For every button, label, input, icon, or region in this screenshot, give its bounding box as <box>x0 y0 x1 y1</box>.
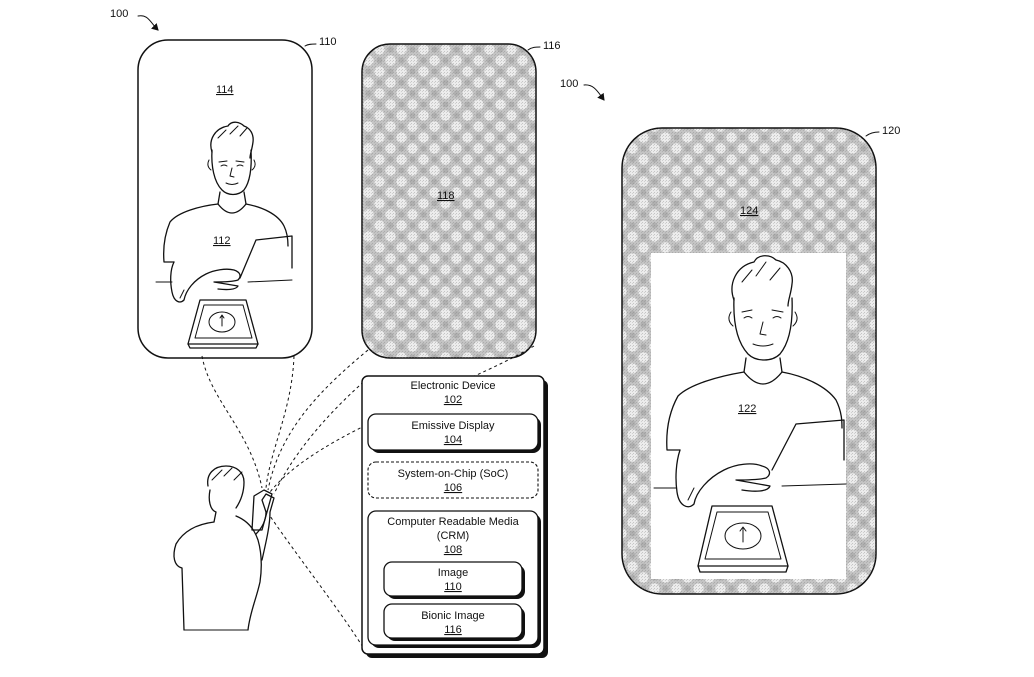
user-torso-right <box>235 515 262 631</box>
bionic-image-label: Bionic Image <box>421 610 485 622</box>
arm-and-hand-large <box>675 449 771 508</box>
phone-combined-background-ref: 124 <box>740 205 758 217</box>
crm-label-line1: Computer Readable Media <box>387 516 519 528</box>
dash-device-bottom <box>269 515 367 653</box>
phone-combined-ref: 120 <box>882 125 900 137</box>
dash-phone-image-left <box>201 355 263 489</box>
phone-image-leader <box>304 43 317 47</box>
shirt-collar <box>217 203 247 214</box>
face-outline <box>211 149 252 196</box>
phone-image-person-ref: 112 <box>213 235 231 247</box>
tablet-large-dial <box>724 522 762 550</box>
person-illustration-large <box>653 255 847 573</box>
shirt-collar-large <box>743 371 783 385</box>
crm-label-line2: (CRM) <box>437 530 469 542</box>
bionic-image-ref: 116 <box>444 624 462 636</box>
phone-image-screen-ref: 114 <box>216 84 234 96</box>
device-title: Electronic Device <box>411 380 496 392</box>
crm-ref: 108 <box>444 544 462 556</box>
shirt-left <box>163 203 219 263</box>
connection-lines <box>201 345 535 653</box>
user-holding-phone <box>173 465 275 631</box>
dash-phone-bionic-left <box>267 349 369 491</box>
laptop <box>239 235 293 279</box>
dash-device-top <box>273 377 369 495</box>
tablet-small-dial <box>208 311 236 333</box>
phone-image-ref: 110 <box>319 36 337 48</box>
phone-bionic-screen-ref: 118 <box>437 190 455 202</box>
image-ref: 110 <box>444 581 462 593</box>
ref-100-right-arrow <box>583 84 605 101</box>
dash-phone-image-right <box>265 355 295 489</box>
ref-100-left-arrow <box>137 15 159 31</box>
image-label: Image <box>438 567 469 579</box>
hair-spikes <box>210 121 254 159</box>
device-title-ref: 102 <box>444 394 462 406</box>
bionic-image-box <box>383 603 523 639</box>
ref-100-left: 100 <box>110 8 159 31</box>
shirt-right-large <box>781 371 843 429</box>
user-head <box>207 465 245 509</box>
phone-image-frame <box>137 39 313 359</box>
person-illustration-small <box>155 121 293 349</box>
soc-box <box>367 461 539 499</box>
shirt-left-large <box>666 371 745 451</box>
phone-bionic-ref: 116 <box>543 40 561 52</box>
device-block-diagram: Electronic Device 102 Emissive Display 1… <box>361 375 548 658</box>
image-box <box>383 561 523 597</box>
arm-and-hand <box>170 261 241 303</box>
phone-combined-image-window <box>651 253 846 579</box>
ref-100-left-label: 100 <box>110 8 128 20</box>
dash-phone-bionic-right <box>269 345 535 493</box>
phone-combined: 120 124 122 <box>621 125 900 595</box>
phone-combined-person-ref: 122 <box>738 403 756 415</box>
user-arm <box>255 493 275 561</box>
table-edge <box>155 279 293 283</box>
face-outline-large <box>733 297 793 361</box>
emissive-display-label: Emissive Display <box>411 420 495 432</box>
soc-ref: 106 <box>444 482 462 494</box>
emissive-display-ref: 104 <box>444 434 462 446</box>
phone-bionic: 116 118 <box>361 40 561 359</box>
hair-spikes-large <box>731 255 793 307</box>
user-torso-left <box>173 521 215 631</box>
laptop-large <box>771 419 845 471</box>
user-phone <box>251 489 273 531</box>
emissive-display-box <box>367 413 539 451</box>
ref-100-right-label: 100 <box>560 78 578 90</box>
table-edge-large <box>653 483 847 489</box>
shirt-right <box>245 203 289 247</box>
ref-100-right: 100 <box>560 78 605 101</box>
phone-image: 110 114 <box>137 36 337 359</box>
soc-label: System-on-Chip (SoC) <box>398 468 509 480</box>
